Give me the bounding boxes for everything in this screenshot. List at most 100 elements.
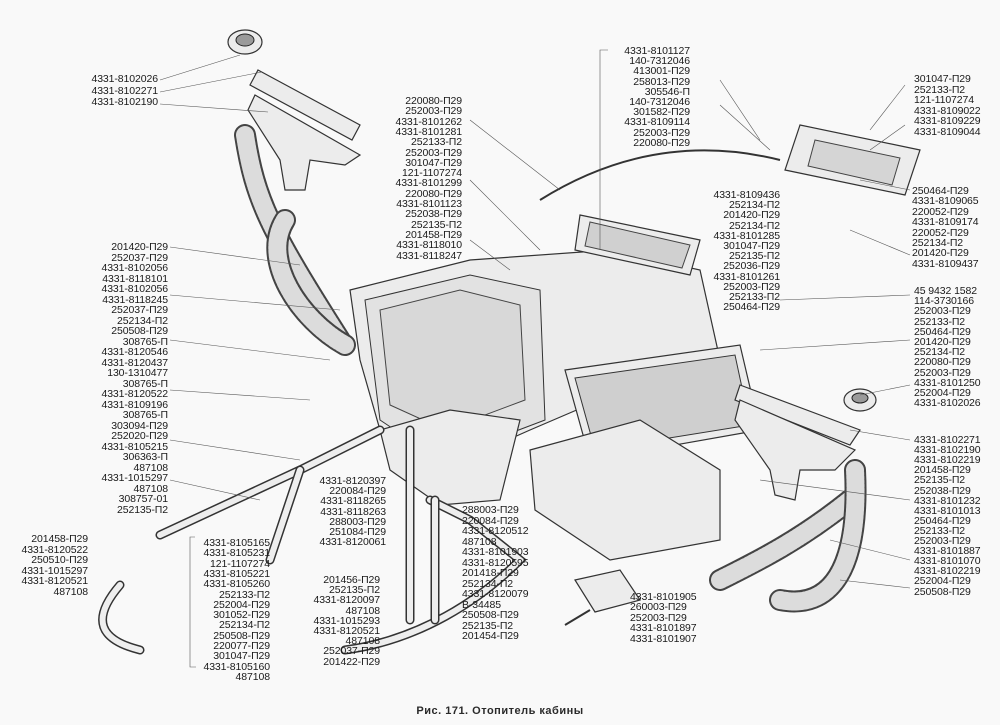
part-number-label: 4331-8101905 [630,591,697,603]
part-number-label: 4331-8101262 [395,115,462,128]
part-number-label: 252135-П2 [462,619,514,632]
part-number-label: 487108 [53,585,89,598]
part-number-label: 201420-П29 [914,336,971,348]
part-number-label: 4331-8120061 [319,536,386,549]
part-number-label: 4331-8101897 [630,622,697,635]
part-number-label: 4331-8101250 [914,376,981,389]
part-number-label: 4331-8120397 [319,475,386,487]
part-number-label: 252003-П29 [723,280,780,293]
part-number-label: 4331-8102056 [101,262,168,274]
part-number-label: 4331-8120546 [101,346,168,358]
part-number-label: 4331-8101903 [462,546,529,558]
part-number-label: 252003-П29 [914,366,971,379]
part-number-label: 487108 [133,482,169,495]
part-number-label: 4331-8101261 [713,270,780,283]
part-number-label: 4331-8118010 [396,239,462,252]
part-number-label: 220084-П29 [329,485,386,498]
part-number-label: 121-1107274 [914,94,975,106]
part-number-label: 4331-8102190 [914,444,981,457]
part-number-label: 4331-8120522 [21,543,88,556]
part-number-label: 487108 [462,535,497,548]
part-number-label: 308765-П [122,335,168,348]
part-number-label: 4331-8105160 [203,660,270,673]
part-number-label: 220077-П29 [213,640,270,652]
coolant-pipes [98,425,527,655]
part-number-label: 4331-8118263 [320,505,386,518]
part-number-label: 4331-8120512 [462,525,529,537]
part-number-label: 4331-1015297 [21,564,88,577]
part-number-label: 252134-П2 [462,577,514,590]
part-number-label: 4331-8102026 [914,397,981,410]
part-number-label: 201458-П29 [914,464,971,477]
leader-lines [159,49,911,668]
part-number-label: B-34485 [462,598,501,611]
part-number-label: 4331-8109196 [101,398,168,411]
part-number-label: 252003-П29 [405,146,462,159]
part-number-label: 252003-П29 [914,535,971,547]
part-number-label: 4331-8118265 [320,495,386,508]
part-number-label: 201458-П29 [31,533,88,545]
part-number-label: 252133-П2 [728,291,780,303]
part-number-label: 252036-П29 [723,260,780,273]
part-number-label: 121-1107274 [401,167,462,180]
part-number-label: 301047-П29 [723,240,780,252]
part-number-label: 201454-П29 [462,630,519,642]
part-number-label: 4331-8105215 [101,440,168,453]
air-duct-right [734,384,877,501]
part-number-label: 4331-8109436 [713,189,780,201]
blower-and-hoses [529,419,867,613]
part-number-label: 201456-П29 [323,574,380,586]
part-number-label: 4331-8109022 [914,104,981,117]
part-number-label: 4331-8101232 [914,494,981,507]
part-number-label: 252133-П2 [218,588,270,601]
part-number-label: 4331-1015293 [313,614,380,627]
part-number-label: 4331-8102056 [101,283,168,295]
part-number-label: 301052-П29 [213,609,270,622]
part-number-label: 4331-8118247 [396,249,462,262]
part-number-label: 252037-П29 [111,251,168,264]
part-number-label: 301047-П29 [914,73,971,85]
part-number-label: 201420-П29 [111,241,168,253]
part-number-label: 308765-П [122,377,168,390]
part-number-label: 4331-1015297 [101,472,168,484]
part-number-label: 4331-8105165 [203,537,270,549]
part-number-label: 252134-П2 [116,314,168,327]
part-number-label: 413001-П29 [633,65,690,78]
part-number-label: 252003-П29 [633,126,690,139]
part-number-label: 220052-П29 [912,226,969,239]
part-number-label: 4331-8120079 [462,588,529,600]
part-number-label: 250508-П29 [462,609,519,621]
part-number-label: 4331-8102271 [91,84,158,97]
part-number-label: 308757-01 [118,493,168,505]
part-number-label: 306363-П [122,451,168,463]
part-number-label: 303094-П29 [111,419,168,432]
part-number-label: 250464-П29 [723,301,780,314]
part-number-label: 252038-П29 [405,208,462,221]
part-number-label: 487108 [345,635,381,648]
part-number-label: 4331-8109437 [912,257,979,270]
part-number-label: 140-7312046 [629,55,690,68]
part-number-label: 252004-П29 [914,575,971,588]
heater-housing [349,214,721,506]
part-number-label: 220080-П29 [405,95,462,107]
part-number-label: 252003-П29 [405,105,462,118]
part-number-label: 487108 [235,670,271,683]
part-number-label: 220052-П29 [912,205,969,218]
part-number-label: 288003-П29 [329,515,386,528]
part-number-label: 220080-П29 [633,136,690,149]
part-number-label: 4331-8109044 [914,125,981,138]
mounting-bracket-bottom [564,569,641,626]
part-number-label: 201418-П29 [462,567,519,579]
part-number-label: 252135-П2 [410,218,462,231]
part-number-label: 252038-П29 [914,484,971,497]
part-number-label: 252133-П2 [914,83,966,96]
part-number-label: 252135-П2 [728,250,780,263]
part-number-label: 4331-8118101 [102,272,168,285]
part-number-label: 252133-П2 [914,315,966,328]
part-number-label: 252133-П2 [410,136,462,149]
part-number-label: 308765-П [122,409,168,421]
part-number-label: 4331-8101285 [713,229,780,242]
part-number-label: 130-1310477 [107,367,168,379]
part-number-label: 252134-П2 [218,619,270,632]
part-number-label: 4331-8101907 [630,632,697,645]
